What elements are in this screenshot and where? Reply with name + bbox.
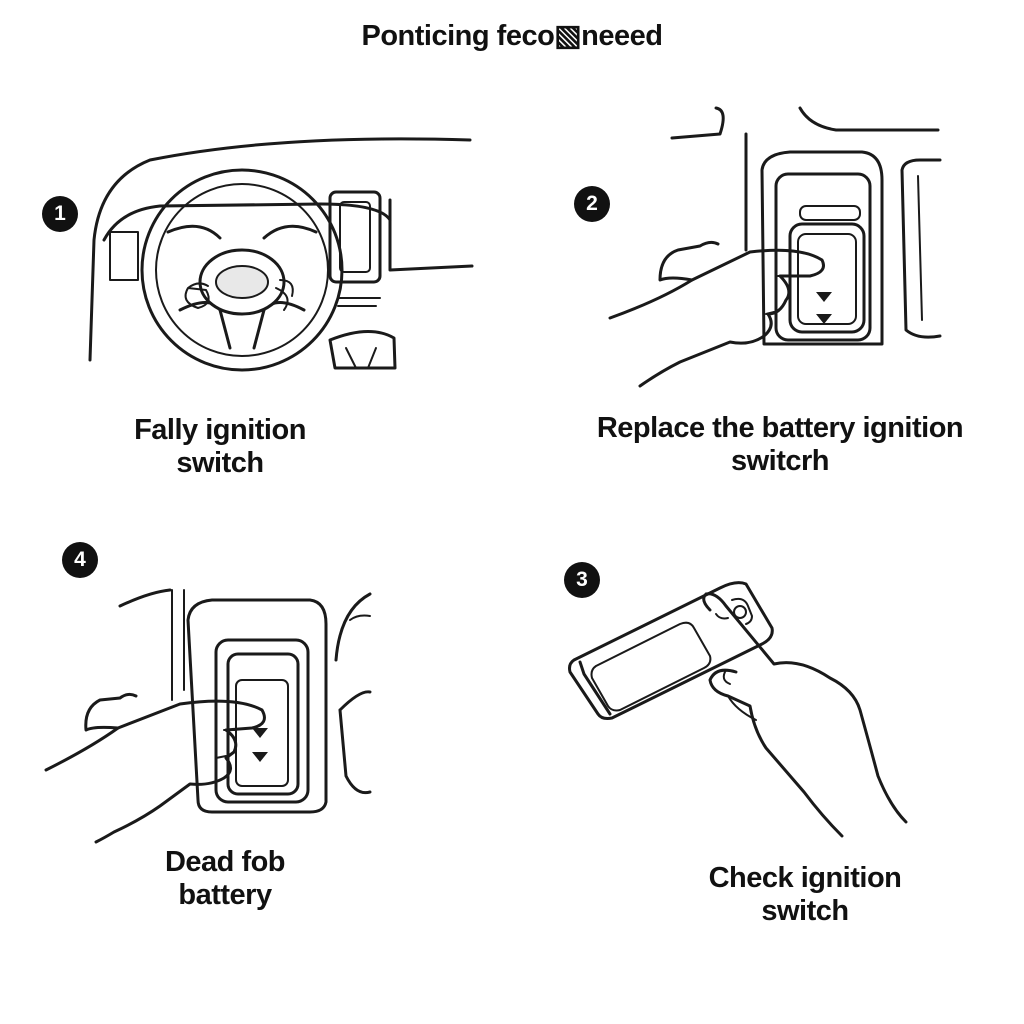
step-4-caption-line-2: battery [178,879,272,911]
step-2-caption-line-1: Replace the battery ignition [596,412,964,444]
page-title: Ponticing feco▧neeed [361,20,664,52]
hand-pressing-ignition-switch-icon [608,106,942,388]
steering-wheel-dashboard-icon [88,137,474,372]
step-4-number-badge: 4 [62,542,98,578]
dead-fob-battery-icon [44,588,372,844]
hand-holding-key-fob-icon [568,581,908,838]
step-4-caption: Dead fob battery [80,846,370,912]
step-3-number-badge: 3 [564,562,600,598]
step-2-caption-line-2: switcrh [730,445,830,477]
step-1-number-badge: 1 [42,196,78,232]
step-3-caption: Check ignition switch [680,862,930,928]
step-1-caption: Fally ignition switch [80,414,360,480]
step-1-caption-line-2: switch [176,447,264,479]
step-3-caption-line-1: Check ignition [708,862,902,894]
step-1-caption-line-1: Fally ignition [134,414,306,446]
step-3-caption-line-2: switch [761,895,849,927]
step-4-caption-line-1: Dead fob [164,846,286,878]
step-2-caption: Replace the battery ignition switcrh [596,412,964,478]
step-2-number-badge: 2 [574,186,610,222]
